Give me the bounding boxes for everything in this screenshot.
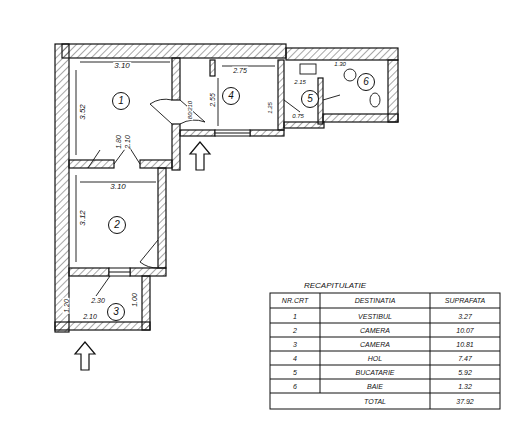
table-cell: BAIE [366,383,384,390]
dimension: 2.55 [209,92,216,108]
room-number: 2 [108,216,126,234]
room-number-text: 3 [113,307,119,317]
table-title: RECAPITULATIE [303,282,367,290]
table-cell: VESTIBUL [357,313,393,320]
fixtures [76,62,380,262]
door-size: 80/210 [187,100,193,120]
table-cell: 7.47 [457,355,473,362]
dimension: 3.10 [109,183,127,191]
room-number: 1 [112,92,130,110]
room-number-text: 4 [228,91,234,101]
dimension: 1.30 [333,61,347,67]
dimension: 1.00 [131,292,138,308]
dimension: 3.52 [79,103,87,121]
table-cell: CAMERA [359,327,391,334]
dimension: 1.25 [267,101,273,115]
table-cell: 1 [292,313,298,320]
table-header: SUPRAFATA [444,297,486,304]
table-cell: 4 [292,355,298,362]
room-number: 4 [222,87,240,105]
dimension: 1.20 [63,298,70,314]
dimension: 2.10 [124,134,131,150]
table-cell: CAMERA [359,341,391,348]
table-cell: 3 [292,341,298,348]
table-cell: HOL [367,355,383,362]
room-number-text: 2 [114,220,120,230]
table-cell: 10.81 [455,341,475,348]
walls [55,44,398,332]
table-header: NR.CRT [281,297,309,304]
windows [109,130,250,276]
door-swings [88,95,340,296]
room-number: 5 [301,90,319,108]
table-cell: TOTAL [363,398,387,405]
dimension: 2.75 [232,67,248,74]
summary-table [270,293,500,409]
entry-arrows [75,142,210,370]
dimension: 2.15 [293,79,307,85]
dimension: 2.10 [82,313,98,320]
room-number-text: 5 [307,94,313,104]
room-number-text: 1 [118,96,124,106]
dimension: 3.12 [79,209,87,227]
table-cell: 6 [292,383,298,390]
dimension: 2.30 [90,297,106,304]
room-number-text: 6 [363,77,369,87]
room-number: 6 [357,73,375,91]
dimension: 1.80 [115,134,122,150]
table-cell: 10.07 [455,327,475,334]
table-cell: 5 [292,369,298,376]
table-cell: 3.27 [457,313,473,320]
table-cell: 37.92 [455,398,475,405]
table-cell: 2 [292,327,298,334]
room-number: 3 [107,303,125,321]
dimension: 3.10 [113,62,131,70]
table-cell: 1.32 [457,383,473,390]
dimension: 0.75 [291,113,305,119]
table-header: DESTINATIA [354,297,397,304]
table-cell: 5.92 [457,369,473,376]
table-cell: BUCATARIE [354,369,395,376]
